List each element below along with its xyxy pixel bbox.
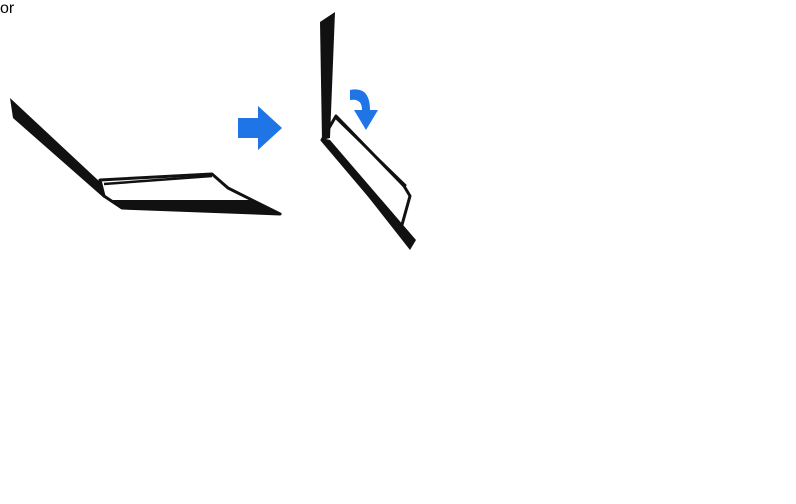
arrow-right-icon — [238, 106, 282, 150]
curved-arrow-down-icon — [350, 89, 378, 130]
panel-leaf — [320, 114, 412, 234]
panel-front-lip — [108, 200, 282, 215]
panel-base — [98, 172, 282, 216]
panel-wall — [320, 12, 335, 140]
or-label: or — [0, 0, 15, 17]
panel-back-edge — [10, 98, 104, 198]
open-panel-left — [10, 98, 282, 216]
folded-panel-top — [320, 12, 416, 250]
